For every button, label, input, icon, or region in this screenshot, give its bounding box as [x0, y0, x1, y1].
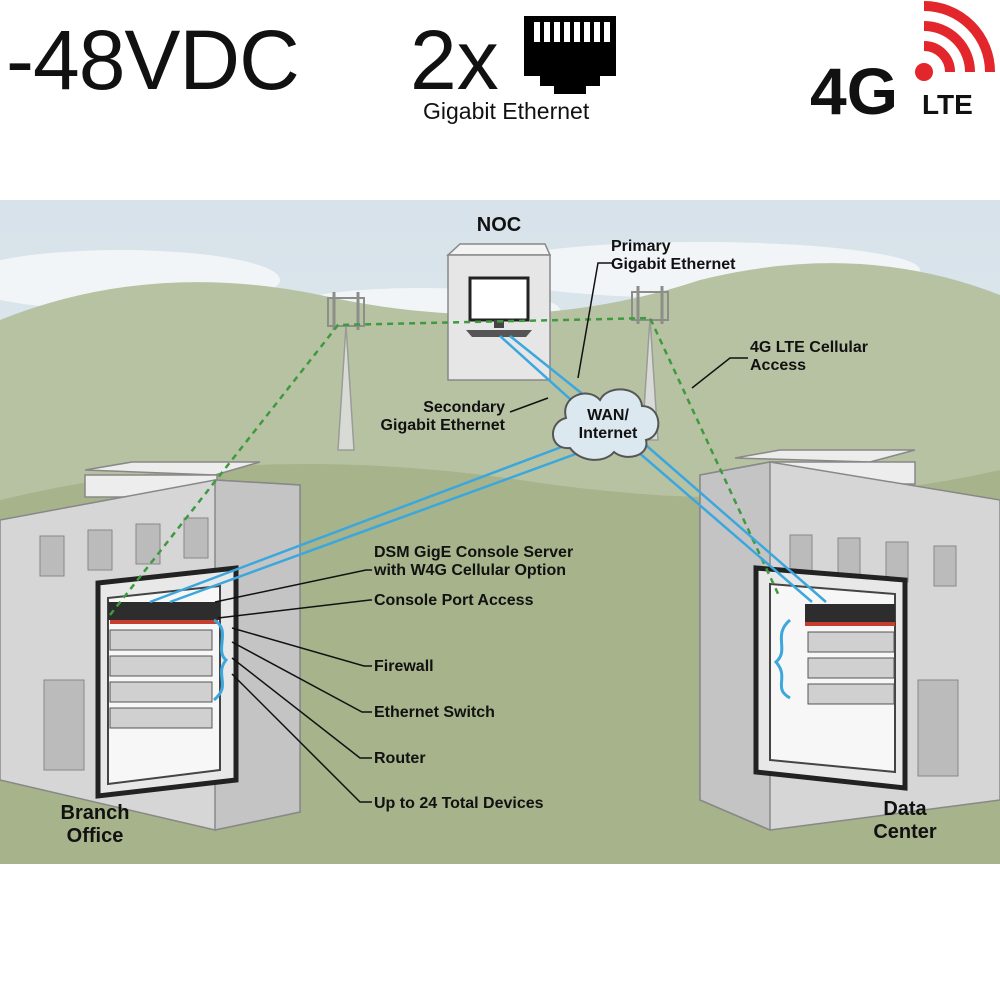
data-center-label: Data Center — [850, 798, 960, 844]
ethernet-port-icon — [524, 16, 616, 94]
voltage-label: -48VDC — [6, 13, 300, 107]
cellular-link-label-line1: 4G LTE Cellular — [750, 339, 868, 356]
branch-office-building — [0, 461, 301, 831]
port-count-label: 2x — [410, 13, 499, 107]
secondary-link-label: Secondary Gigabit Ethernet — [345, 399, 505, 435]
signal-waves-icon — [915, 1, 995, 81]
console-server-label: DSM GigE Console Server with W4G Cellula… — [374, 544, 573, 580]
wan-label-line1: WAN/ — [587, 407, 629, 424]
branch-office-label-line1: Branch — [60, 802, 130, 824]
secondary-link-label-line1: Secondary — [423, 399, 505, 416]
wan-label-line2: Internet — [578, 425, 638, 442]
data-center-label-line2: Center — [873, 821, 937, 843]
ethernet-switch-label: Ethernet Switch — [374, 704, 495, 721]
leader-lines — [214, 262, 748, 803]
router-label: Router — [374, 750, 426, 767]
secondary-link-label-line2: Gigabit Ethernet — [380, 417, 505, 434]
lte-4g-text: 4G — [810, 54, 899, 128]
ethernet-links — [149, 335, 827, 604]
console-server-label-line1: DSM GigE Console Server — [374, 544, 574, 561]
noc-label: NOC — [476, 214, 522, 236]
primary-link-label-line1: Primary — [611, 238, 671, 255]
primary-link-label-line2: Gigabit Ethernet — [611, 256, 736, 273]
data-center-label-line1: Data — [883, 798, 927, 820]
branch-office-label-line2: Office — [66, 825, 124, 847]
lte-text: LTE — [922, 89, 973, 120]
firewall-label: Firewall — [374, 658, 434, 675]
noc-building — [446, 243, 552, 381]
data-center-building — [699, 449, 1000, 832]
console-port-label: Console Port Access — [374, 592, 534, 609]
gigabit-ethernet-label: Gigabit Ethernet — [423, 98, 590, 124]
total-devices-label: Up to 24 Total Devices — [374, 795, 544, 812]
branch-office-label: Branch Office — [40, 802, 150, 848]
network-diagram — [0, 200, 1000, 864]
cellular-link-label-line2: Access — [750, 357, 807, 374]
console-server-label-line2: with W4G Cellular Option — [374, 562, 566, 579]
wan-cloud — [552, 388, 660, 461]
wan-internet-label: WAN/ Internet — [566, 407, 650, 443]
primary-link-label: Primary Gigabit Ethernet — [611, 238, 735, 274]
cellular-link-label: 4G LTE Cellular Access — [750, 339, 868, 375]
